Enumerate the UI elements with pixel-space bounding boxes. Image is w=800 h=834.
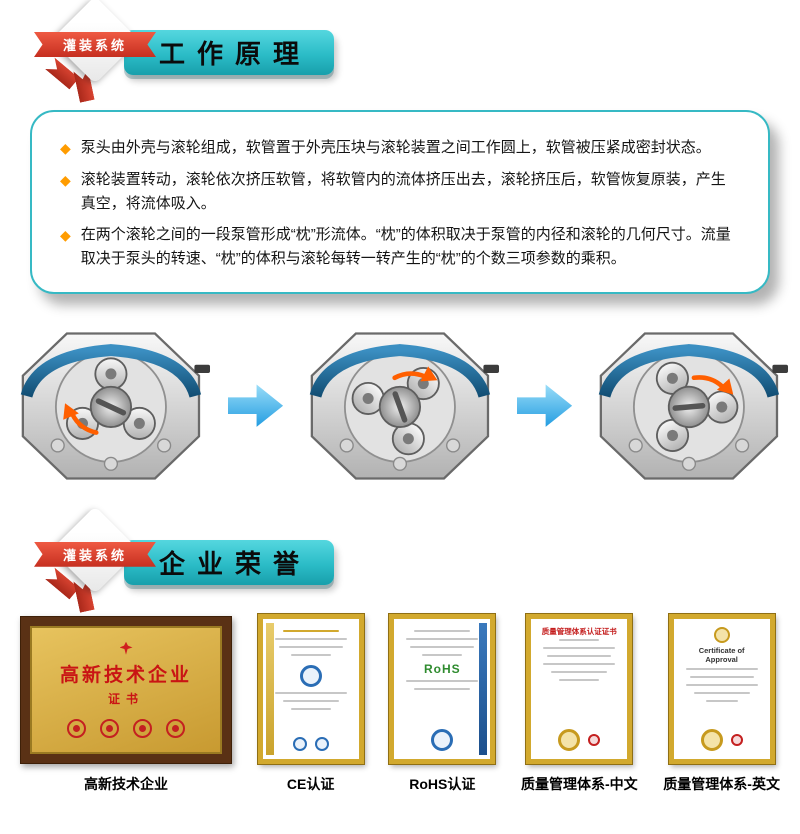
diamond-bullet-icon: ◆ [60,171,71,188]
pump-diagram-step-1 [10,322,212,490]
honors-title-banner: 企业荣誉 [124,539,334,585]
principle-text-box: ◆ 泵头由外壳与滚轮组成，软管置于外壳压块与滚轮装置之间工作圆上，软管被压紧成密… [30,110,770,294]
red-seal-icon [588,733,601,746]
certificate-caption: 高新技术企业 [84,775,168,792]
certificate-ce: CE认证 [256,612,365,794]
bullet-text: 滚轮装置转动，滚轮依次挤压软管，将软管内的流体挤压出去，滚轮挤压后，软管恢复原装… [80,170,726,212]
certificates-row: 高新技术企业 证书 高新技术企业 [0,612,800,794]
working-principle-section: 工作原理 灌装系统 ◆ 泵头由外壳与滚轮组成，软管置于外壳压块与滚轮装置之间工作… [0,0,800,496]
red-seal-icon [166,718,185,738]
filling-system-badge: 灌装系统 [34,505,158,612]
principle-title: 工作原理 [158,39,311,69]
diamond-bullet-icon: ◆ [60,227,71,244]
red-seal-icon [133,718,152,738]
gold-seal-icon [700,728,723,751]
enterprise-honors-section: 企业荣誉 灌装系统 高新技术企业 证书 [0,505,800,794]
gold-strip [265,622,274,755]
certificate-title: 质量管理体系认证证书 [541,626,617,636]
ribbon-band: 灌装系统 [34,32,156,57]
certificate-rohs: RoHS RoHS认证 [388,612,497,794]
wood-frame: 高新技术企业 证书 [20,615,232,764]
red-seal-icon [730,733,743,746]
plaque-seals [67,718,185,738]
filling-system-badge: 灌装系统 [34,0,158,102]
blue-seal-icon [431,728,454,751]
blue-seal-icon [299,664,322,687]
certificate-caption: 质量管理体系-英文 [663,775,780,792]
principle-bullet: ◆ 滚轮装置转动，滚轮依次挤压软管，将软管内的流体挤压出去，滚轮挤压后，软管恢复… [60,168,740,217]
gold-seal-icon [558,728,581,751]
pump-diagram-row [0,294,800,496]
certificate-caption: RoHS认证 [409,775,476,792]
plaque-subtitle: 证书 [107,691,144,706]
gold-frame: 质量管理体系认证证书 [525,612,634,765]
plaque-title: 高新技术企业 [59,664,192,686]
gold-crest-icon [713,626,730,643]
badge-label: 灌装系统 [62,38,127,53]
right-arrow-icon [227,384,284,427]
gold-frame [256,612,365,765]
red-seal-icon [67,718,86,738]
red-seal-icon [100,718,119,738]
blue-seal-icon [314,736,329,751]
blue-strip [479,622,488,755]
ribbon-band: 灌装系统 [34,541,156,567]
plaque-face: 高新技术企业 证书 [30,625,222,754]
principle-bullet: ◆ 泵头由外壳与滚轮组成，软管置于外壳压块与滚轮装置之间工作圆上，软管被压紧成密… [60,136,740,161]
certificate-caption: 质量管理体系-中文 [520,775,638,792]
right-arrow-icon [516,384,573,427]
bullet-text: 泵头由外壳与滚轮组成，软管置于外壳压块与滚轮装置之间工作圆上，软管被压紧成密封状… [80,139,711,156]
certificate-qms-chinese: 质量管理体系认证证书 质量管理体系-中文 [520,612,638,794]
pump-diagram-step-2 [299,322,501,490]
honors-header: 企业荣誉 灌装系统 [0,505,800,612]
blue-seal-icon [292,736,307,751]
gold-frame: RoHS [388,612,497,765]
principle-title-banner: 工作原理 [124,30,334,75]
certificate-qms-english: Certificate of Approval 质量管理体系-英文 [663,612,780,794]
bullet-text: 在两个滚轮之间的一段泵管形成“枕”形流体。“枕”的体积取决于泵管的内径和滚轮的几… [80,226,731,268]
certificate-caption: CE认证 [286,775,335,792]
pump-diagram-step-3 [588,322,790,490]
badge-label: 灌装系统 [62,547,127,563]
honors-title: 企业荣誉 [158,548,311,579]
diamond-bullet-icon: ◆ [60,140,71,156]
rohs-label: RoHS [423,661,461,676]
principle-bullet-list: ◆ 泵头由外壳与滚轮组成，软管置于外壳压块与滚轮装置之间工作圆上，软管被压紧成密… [60,136,740,272]
gold-frame: Certificate of Approval [667,612,776,765]
principle-header: 工作原理 灌装系统 [0,0,800,102]
certificate-title: Certificate of Approval [698,645,745,665]
certificate-hightech: 高新技术企业 证书 高新技术企业 [20,615,232,794]
principle-bullet: ◆ 在两个滚轮之间的一段泵管形成“枕”形流体。“枕”的体积取决于泵管的内径和滚轮… [60,223,740,272]
torch-emblem-icon [119,641,133,655]
